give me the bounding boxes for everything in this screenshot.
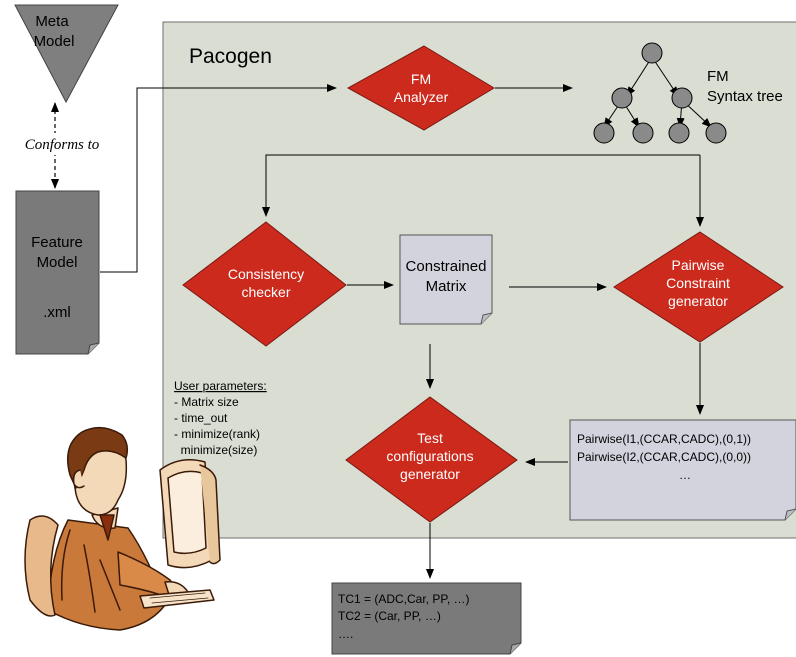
consistency-checker-line2: checker [241, 284, 290, 300]
fm-analyzer: FM Analyzer [346, 45, 495, 131]
test-generator-line1: Test [417, 430, 443, 446]
pacogen-title: Pacogen [189, 45, 272, 68]
test-config-line3: …. [338, 627, 353, 641]
conforms-to-label: Conforms to [25, 137, 100, 153]
constrained-matrix-document: Constrained Matrix [399, 234, 493, 325]
constrained-matrix-line1: Constrained [406, 258, 487, 275]
meta-model: Meta Model [14, 4, 119, 104]
feature-model-line2: Model [37, 254, 78, 271]
pairwise-generator-line3: generator [668, 293, 728, 309]
meta-model-line2: Model [34, 33, 75, 50]
consistency-checker-line1: Consistency [228, 266, 304, 282]
user-parameter-item: - Matrix size [174, 395, 239, 409]
meta-model-line1: Meta [35, 13, 69, 30]
user-parameters-title: User parameters: [174, 379, 267, 393]
syntax-tree-to-checker-arrow [262, 154, 700, 217]
test-config-line2: TC2 = (Car, PP, …) [338, 609, 441, 623]
constrained-matrix-line2: Matrix [426, 278, 467, 295]
syntax-tree-label-line2: Syntax tree [707, 88, 783, 105]
test-generator-line2: configurations [386, 448, 473, 464]
fm-analyzer-line1: FM [411, 71, 431, 87]
user-at-computer-illustration [24, 426, 221, 631]
user-parameter-item: - minimize(rank) [174, 427, 260, 441]
fm-syntax-tree [593, 42, 727, 144]
test-config-line1: TC1 = (ADC,Car, PP, …) [338, 592, 469, 606]
pairwise-output-line2: Pairwise(I2,(CCAR,CADC),(0,0)) [577, 450, 751, 464]
pairwise-generator-line1: Pairwise [672, 257, 725, 273]
consistency-checker: Consistency checker [182, 221, 347, 347]
test-configurations-generator: Test configurations generator [345, 396, 518, 523]
test-generator-line3: generator [400, 466, 460, 482]
syntax-tree-label-line1: FM [707, 68, 729, 85]
user-parameter-item: minimize(size) [174, 443, 257, 457]
feature-model-line3: .xml [43, 304, 71, 321]
feature-model-document: Feature Model .xml [15, 190, 100, 355]
pairwise-generator-line2: Constraint [666, 275, 730, 291]
pairwise-constraint-generator: Pairwise Constraint generator [613, 231, 784, 343]
feature-model-line1: Feature [31, 234, 83, 251]
fm-analyzer-line2: Analyzer [394, 89, 449, 105]
pairwise-output-document: Pairwise(I1,(CCAR,CADC),(0,1)) Pairwise(… [569, 419, 796, 521]
pairwise-output-line1: Pairwise(I1,(CCAR,CADC),(0,1)) [577, 432, 751, 446]
user-parameter-item: - time_out [174, 411, 228, 425]
test-configurations-document: TC1 = (ADC,Car, PP, …) TC2 = (Car, PP, …… [331, 582, 522, 655]
feature-model-to-analyzer-arrow [100, 84, 337, 273]
pairwise-output-line3: … [679, 468, 691, 482]
